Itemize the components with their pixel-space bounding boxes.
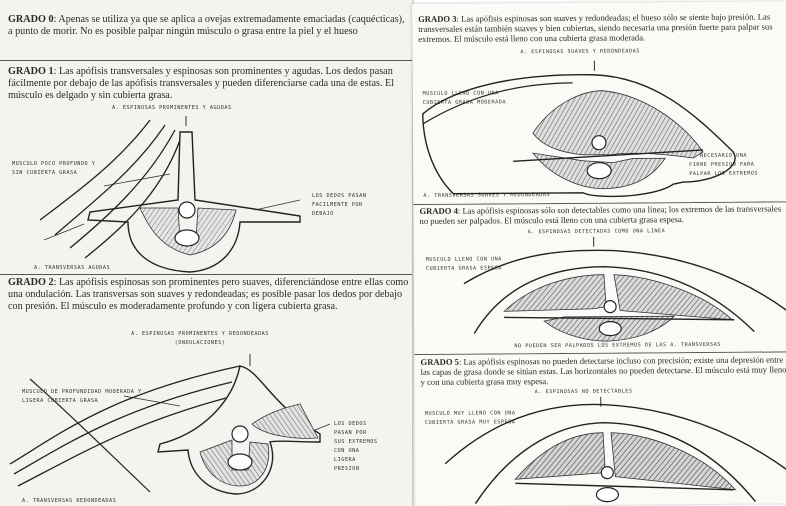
grado-1-vertebra-diagram — [0, 60, 412, 274]
left-page: GRADO 0: Apenas se utiliza ya que se apl… — [0, 0, 412, 506]
grado-0-description: : Apenas se utiliza ya que se aplica a o… — [8, 14, 405, 37]
grado-1-section: GRADO 1: Las apófisis transversales y es… — [0, 60, 412, 274]
grado-2-vertebra-diagram — [0, 274, 412, 506]
grado-0-text: GRADO 0: Apenas se utiliza ya que se apl… — [8, 14, 410, 38]
grado-2-section: GRADO 2: Las apófisis espinosas son prom… — [0, 274, 412, 506]
grado-5-vertebra-diagram — [414, 351, 786, 506]
grado-0-label: GRADO 0 — [8, 14, 54, 25]
right-page: GRADO 3: Las apófisis espinosas son suav… — [412, 1, 786, 506]
grado-3-section: GRADO 3: Las apófisis espinosas son suav… — [412, 1, 786, 204]
grado-4-section: GRADO 4: Las apófisis espinosas sólo son… — [413, 201, 786, 354]
grado-3-vertebra-diagram — [412, 1, 786, 204]
grado-4-vertebra-diagram — [413, 201, 786, 354]
grado-5-section: GRADO 5: Las apófisis espinosas no puede… — [414, 351, 786, 506]
grado-0-section: GRADO 0: Apenas se utiliza ya que se apl… — [0, 0, 412, 60]
